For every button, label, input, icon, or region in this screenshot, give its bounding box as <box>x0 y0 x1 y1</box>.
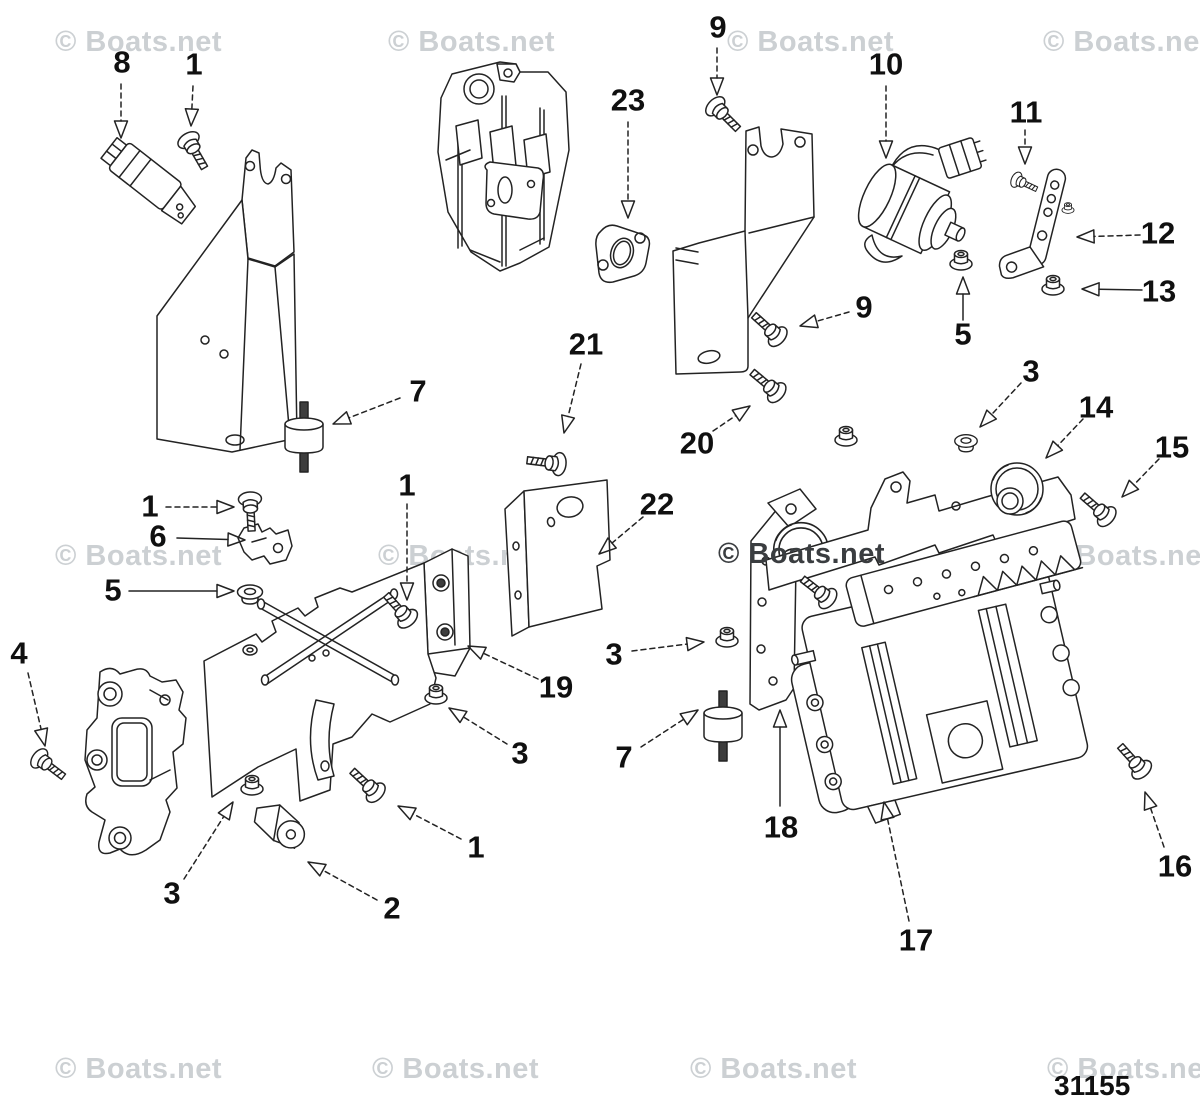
part-bracket-tall <box>672 126 815 375</box>
callout-label-3: 3 <box>605 636 623 672</box>
part-ecm-connector-rail <box>845 520 1084 627</box>
callout-label-20: 20 <box>679 425 715 461</box>
callout-label-1: 1 <box>467 829 485 865</box>
part-spacer <box>253 804 306 849</box>
watermark: © Boats.net <box>55 26 223 58</box>
callout-label-11: 11 <box>1009 94 1043 130</box>
watermark: © Boats.net <box>372 1053 540 1085</box>
part-grommet-ring-14 <box>990 462 1044 516</box>
part-ecm-module <box>790 563 1089 824</box>
part-mounting-bracket-top-left <box>156 149 298 453</box>
part-strip-bracket <box>998 168 1067 280</box>
watermark: © Boats.net <box>55 1053 223 1085</box>
part-cast-bracket <box>84 667 187 856</box>
part-mounting-plate-x <box>203 548 471 802</box>
callout-label-2: 2 <box>383 890 401 926</box>
part-plate-22 <box>504 479 611 637</box>
callout-label-14: 14 <box>1078 389 1114 425</box>
callout-label-15: 15 <box>1154 429 1190 465</box>
watermark: © Boats.net <box>690 1053 858 1085</box>
part-gasket <box>595 224 651 284</box>
watermark: © Boats.net <box>727 26 895 58</box>
callout-label-3: 3 <box>1022 353 1040 389</box>
callout-label-5: 5 <box>104 572 122 608</box>
callout-label-7: 7 <box>615 739 633 775</box>
callout-label-12: 12 <box>1140 215 1176 251</box>
callout-label-6: 6 <box>149 518 167 554</box>
watermark: © Boats.net <box>1047 1053 1200 1085</box>
part-solenoid <box>857 137 987 263</box>
part-rubber-mount-right <box>703 690 743 762</box>
callout-label-18: 18 <box>763 809 799 845</box>
watermark: © Boats.net <box>1043 26 1200 58</box>
callout-label-3: 3 <box>511 735 529 771</box>
callout-label-3: 3 <box>163 875 181 911</box>
part-ecm-plate <box>749 488 830 711</box>
part-screw-11 <box>1007 169 1041 197</box>
callout-label-1: 1 <box>141 488 159 524</box>
watermark: © Boats.net <box>718 538 886 570</box>
watermark: © Boats.net <box>55 540 223 572</box>
callout-label-8: 8 <box>113 44 131 80</box>
callout-label-13: 13 <box>1141 273 1177 309</box>
callout-label-10: 10 <box>868 46 904 82</box>
part-cylinder-block <box>437 61 570 272</box>
diagram-number: 31155 <box>1054 1070 1131 1101</box>
callout-label-7: 7 <box>409 373 427 409</box>
part-clip-bracket <box>237 523 293 565</box>
callout-label-9: 9 <box>709 9 727 45</box>
callout-label-23: 23 <box>610 82 646 118</box>
callout-label-1: 1 <box>185 46 203 82</box>
callout-label-17: 17 <box>898 922 934 958</box>
watermark: © Boats.net <box>388 26 556 58</box>
callout-label-9: 9 <box>855 289 873 325</box>
callout-label-1: 1 <box>398 467 416 503</box>
callout-label-21: 21 <box>568 326 604 362</box>
callout-label-19: 19 <box>538 669 574 705</box>
part-sensor <box>100 136 197 225</box>
callout-label-16: 16 <box>1157 848 1193 884</box>
callout-label-4: 4 <box>10 635 28 671</box>
callout-label-22: 22 <box>639 486 675 522</box>
callout-label-5: 5 <box>954 316 972 352</box>
